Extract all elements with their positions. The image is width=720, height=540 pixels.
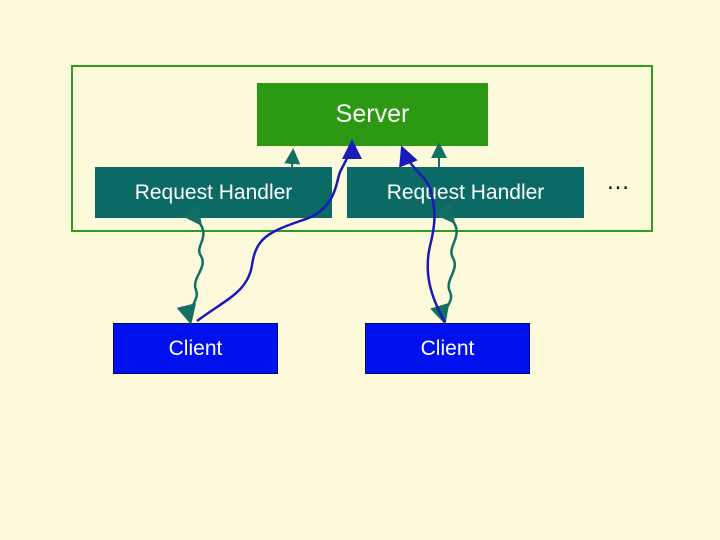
handler-server-link-1 <box>284 148 301 169</box>
handler-client-link-2 <box>430 202 458 325</box>
client-label-2: Client <box>420 336 475 360</box>
client-label-1: Client <box>168 336 223 360</box>
request-handler-label-1: Request Handler <box>134 180 293 204</box>
request-handler-box-2: Request Handler <box>347 167 584 218</box>
request-handler-box-1: Request Handler <box>95 167 332 218</box>
handler-client-link-1 <box>176 203 205 325</box>
server-label: Server <box>335 100 410 128</box>
server-box: Server <box>257 83 488 146</box>
client-server-link-2 <box>399 145 447 323</box>
more-handlers-ellipsis: … <box>606 168 631 195</box>
server-process-boundary <box>71 65 653 232</box>
client-server-link-1 <box>196 139 362 323</box>
request-handler-label-2: Request Handler <box>386 180 545 204</box>
